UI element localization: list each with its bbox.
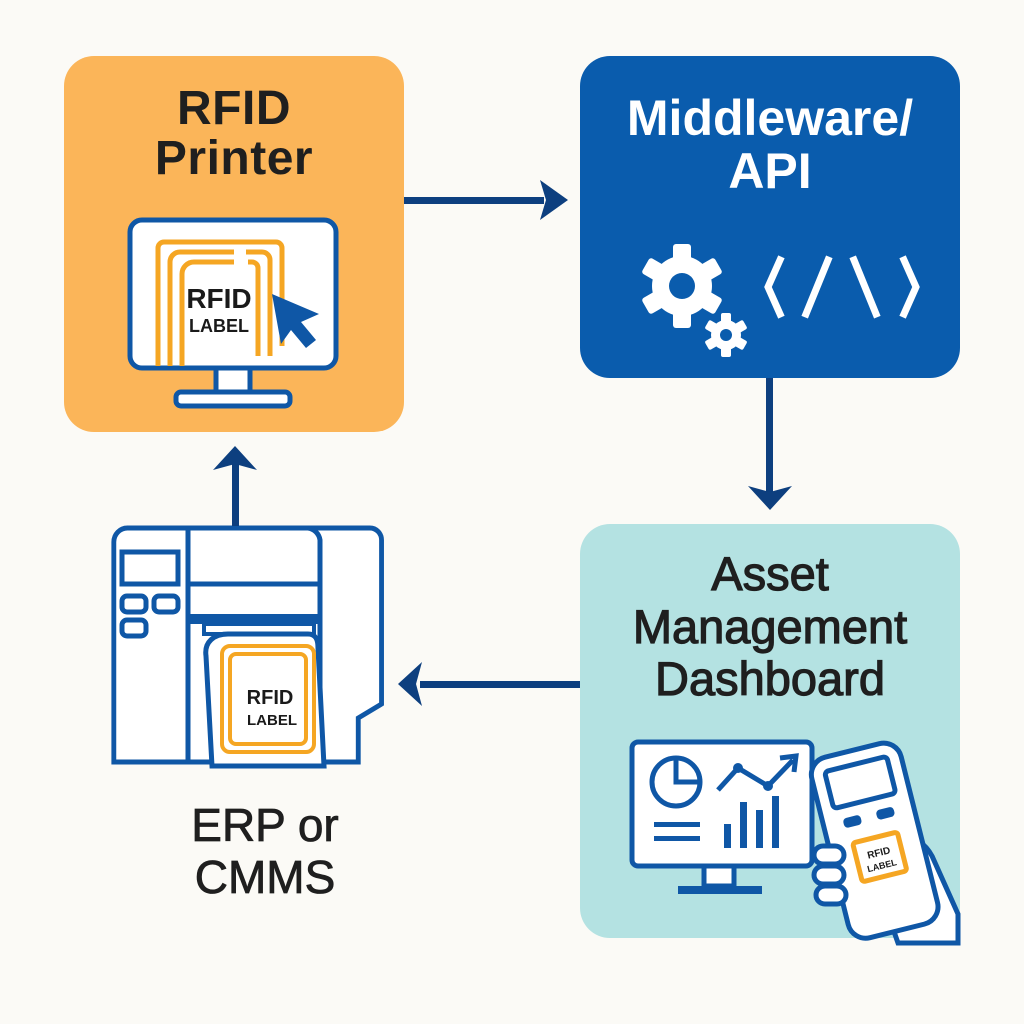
handheld-scanner-icon: RFID LABEL: [808, 740, 961, 946]
middleware-icons: [642, 244, 920, 357]
code-icon: [764, 255, 920, 319]
middleware-title: Middleware/ API: [626, 90, 914, 199]
printer-label-line1: RFID: [247, 687, 294, 709]
hand-fingers-icon: [811, 843, 849, 907]
scanner-label-line1: RFID: [866, 845, 891, 861]
rfid-printer-title: RFID Printer: [154, 82, 314, 186]
erp-cmms-label: ERP or CMMS: [191, 799, 339, 903]
cursor-icon: [272, 294, 319, 348]
gear-large-icon: [642, 244, 722, 328]
monitor-rfid-label-icon: RFID LABEL: [127, 217, 339, 409]
rfid-antenna-icon: [155, 239, 285, 366]
rfid-tag-icon: [850, 830, 909, 884]
arrow-erp-to-printer: [213, 446, 257, 526]
bar-chart-icon: [724, 796, 779, 848]
printer-label-line2: LABEL: [247, 712, 297, 729]
monitor-charts-icon: [629, 739, 815, 894]
arrow-middleware-to-dashboard: [748, 378, 792, 510]
rfid-antenna-icon: [220, 644, 316, 754]
dashboard-title: Asset Management Dashboard: [632, 547, 908, 706]
line-chart-icon: [716, 753, 799, 792]
dashboard-icons: RFID LABEL: [629, 739, 961, 946]
label-printer-icon: RFID LABEL: [111, 525, 384, 769]
middleware-api-node: Middleware/ API: [580, 56, 960, 378]
asset-dashboard-node: Asset Management Dashboard: [580, 524, 961, 946]
gear-small-icon: [705, 313, 747, 357]
arrow-printer-to-middleware: [404, 180, 568, 220]
rfid-label-text-line1: RFID: [186, 283, 251, 314]
rfid-printer-node: RFID Printer RFID LABEL: [64, 56, 404, 432]
printer-screen-icon: [119, 549, 181, 587]
rfid-label-text-line2: LABEL: [189, 316, 249, 336]
arrow-dashboard-to-erp: [398, 662, 580, 706]
